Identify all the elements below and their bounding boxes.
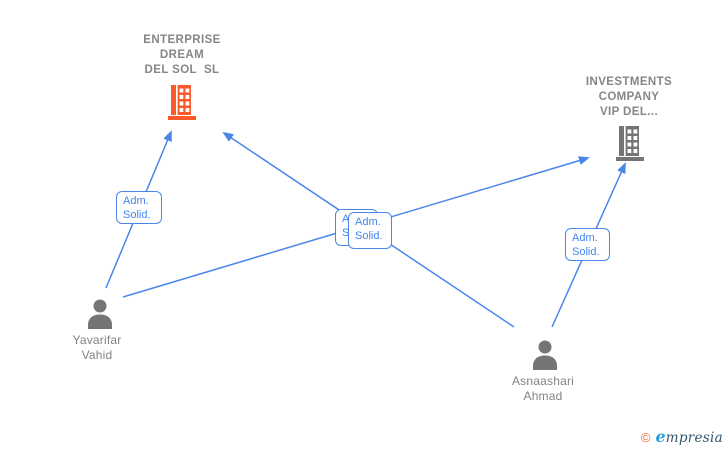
person-yavarifar-node[interactable]	[86, 299, 114, 334]
brand-watermark: © empresia	[641, 427, 723, 446]
company-investments-node[interactable]	[616, 126, 644, 166]
building-icon-orange	[168, 85, 196, 120]
brand-name-rest: mpresia	[665, 430, 723, 446]
person-yavarifar-name[interactable]: Yavarifar Vahid	[72, 333, 122, 362]
person-icon	[533, 340, 557, 370]
company-enterprise-name[interactable]: ENTERPRISE DREAM DEL SOL SL	[143, 34, 221, 76]
edge-label-yavarifar-enterprise: Adm. Solid.	[116, 191, 162, 224]
building-icon-gray	[616, 126, 644, 161]
brand-letter-e: e	[655, 427, 666, 446]
edge-label-asnaashari-enterprise: Adm. Solid.	[348, 212, 392, 249]
person-asnaashari-node[interactable]	[531, 340, 559, 375]
company-enterprise-node[interactable]	[168, 85, 196, 125]
company-investments-name[interactable]: INVESTMENTS COMPANY VIP DEL...	[585, 76, 673, 118]
person-asnaashari-name[interactable]: Asnaashari Ahmad	[511, 374, 575, 403]
copyright-symbol: ©	[640, 430, 651, 445]
person-icon	[88, 299, 112, 329]
edge-label-asnaashari-investments: Adm. Solid.	[565, 228, 610, 261]
